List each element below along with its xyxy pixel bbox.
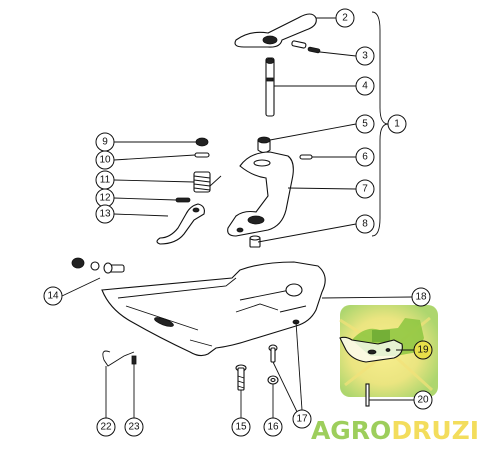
svg-text:4: 4 <box>362 81 368 92</box>
svg-text:10: 10 <box>99 155 111 166</box>
svg-text:18: 18 <box>415 292 427 303</box>
callout-15: 15 <box>231 417 251 437</box>
callout-3: 3 <box>355 46 375 66</box>
callout-2: 2 <box>335 8 355 28</box>
svg-text:9: 9 <box>102 137 108 148</box>
callout-19: 19 <box>413 340 433 360</box>
top-lever <box>234 13 317 48</box>
bushing-5 <box>257 136 271 154</box>
bracket-19 <box>339 336 403 363</box>
bolt-14 <box>71 257 125 274</box>
svg-text:3: 3 <box>362 51 368 62</box>
svg-text:22: 22 <box>100 422 112 433</box>
nut-9 <box>195 137 209 147</box>
bolt-15 <box>235 364 247 391</box>
svg-text:15: 15 <box>235 422 247 433</box>
svg-text:23: 23 <box>128 422 140 433</box>
svg-text:5: 5 <box>362 119 368 130</box>
callout-9: 9 <box>95 132 115 152</box>
svg-text:17: 17 <box>296 414 308 425</box>
svg-text:20: 20 <box>417 395 429 406</box>
callout-8: 8 <box>355 214 375 234</box>
pin-6 <box>299 154 313 160</box>
bushing-8 <box>249 235 261 248</box>
callout-20: 20 <box>413 390 433 410</box>
base-plate-18 <box>101 261 326 357</box>
svg-text:7: 7 <box>362 184 368 195</box>
svg-text:13: 13 <box>99 209 111 220</box>
svg-text:14: 14 <box>47 291 59 302</box>
pin-3 <box>291 40 321 54</box>
svg-text:1: 1 <box>394 119 400 130</box>
lever-13 <box>156 203 205 245</box>
callout-6: 6 <box>355 147 375 167</box>
callout-17: 17 <box>292 409 312 429</box>
callout-7: 7 <box>355 179 375 199</box>
svg-text:11: 11 <box>100 175 111 186</box>
callout-1: 1 <box>387 114 407 134</box>
callout-16: 16 <box>263 417 283 437</box>
pin-23 <box>131 355 137 365</box>
pin-20 <box>365 383 370 407</box>
leader-lines <box>61 17 414 419</box>
callout-12: 12 <box>95 188 115 208</box>
callout-18: 18 <box>411 287 431 307</box>
svg-text:8: 8 <box>362 219 368 230</box>
svg-text:6: 6 <box>362 152 368 163</box>
shaft-4 <box>265 57 275 117</box>
washer-16 <box>267 375 279 385</box>
callout-13: 13 <box>95 204 115 224</box>
callout-22: 22 <box>96 417 116 437</box>
svg-text:16: 16 <box>267 422 279 433</box>
svg-text:2: 2 <box>342 13 348 24</box>
spring-11 <box>193 171 211 193</box>
pin-12 <box>175 197 191 203</box>
callout-14: 14 <box>43 286 63 306</box>
svg-text:12: 12 <box>99 193 111 204</box>
callout-11: 11 <box>95 170 115 190</box>
pin-10 <box>194 152 210 158</box>
callout-23: 23 <box>124 417 144 437</box>
screw-17 <box>268 344 278 363</box>
watermark-text: AGRODRUZI <box>311 416 479 445</box>
callout-10: 10 <box>95 150 115 170</box>
clip-22 <box>102 350 135 367</box>
callout-4: 4 <box>355 76 375 96</box>
bracket-7 <box>227 151 294 237</box>
callout-5: 5 <box>355 114 375 134</box>
svg-text:19: 19 <box>417 345 429 356</box>
